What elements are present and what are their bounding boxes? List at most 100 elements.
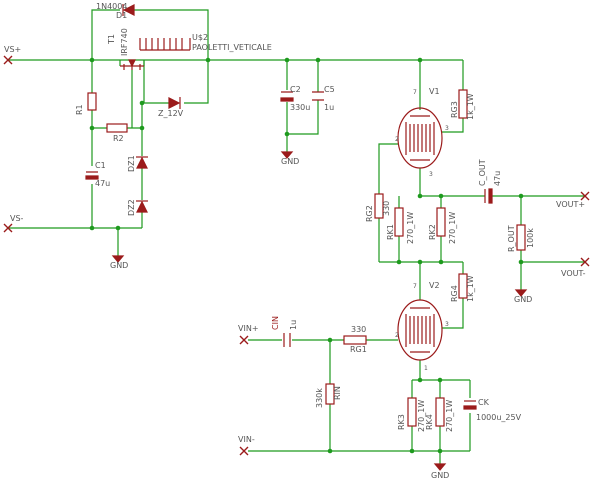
r1-label: R1: [75, 104, 84, 115]
ground-label-3: GND: [514, 295, 532, 304]
v2-pin2: 2: [395, 332, 399, 339]
c1-name-label: C1: [95, 161, 106, 170]
ground-symbol-3: GND: [514, 289, 532, 304]
resistor-rk3: RK3 270_1W: [397, 397, 426, 432]
diode-d1: 1N4004 D1: [96, 2, 135, 20]
resistor-rk2: RK2 270_1W: [428, 207, 457, 244]
port-vs-minus-label: VS-: [10, 214, 24, 223]
port-vout-minus-label: VOUT-: [561, 269, 586, 278]
port-vs-plus-label: VS+: [4, 45, 21, 54]
ground-label-4: GND: [431, 471, 449, 480]
rg2-name-label: RG2: [365, 205, 374, 222]
t1-type-label: IRF740: [120, 28, 129, 56]
rout-value-label: 100k: [526, 228, 535, 248]
dz2-label: DZ2: [127, 199, 136, 216]
t1-name-label: T1: [107, 34, 116, 45]
port-vin-minus-label: VIN-: [238, 435, 255, 444]
rk4-name-label: RK4: [425, 414, 434, 430]
capacitor-cout: C_OUT 47u: [478, 159, 502, 204]
resistor-rk1: RK1 270_1W: [386, 207, 415, 244]
rg4-value-label: 1k_1W: [466, 275, 475, 302]
u2-value-label: PAOLETTI_VETICALE: [192, 43, 272, 52]
resistor-rout: R_OUT 100k: [507, 224, 535, 252]
port-vout-plus: VOUT+: [556, 191, 590, 209]
v1-pin3: 3: [429, 171, 433, 178]
junctions: [89, 57, 524, 454]
ck-value-label: 1000u_25V: [476, 413, 522, 422]
resistor-r2: R2: [106, 123, 128, 143]
ground-label-1: GND: [110, 261, 128, 270]
d1-type-label: 1N4004: [96, 2, 127, 11]
rout-name-label: R_OUT: [507, 225, 516, 252]
resistor-rin: 330k RIN: [315, 383, 342, 408]
capacitor-c5: C5 1u: [312, 85, 335, 112]
ground-symbol-2: GND: [280, 151, 299, 166]
rg1-value-label: 330: [351, 325, 366, 334]
port-vs-plus: VS+: [3, 45, 21, 65]
dz1-label: DZ1: [127, 155, 136, 172]
heatsink-u2: U$2 PAOLETTI_VETICALE: [139, 33, 272, 52]
rg4-name-label: RG4: [450, 285, 459, 302]
rin-name-label: RIN: [333, 386, 342, 400]
c5-value-label: 1u: [324, 103, 334, 112]
rk2-value-label: 270_1W: [448, 212, 457, 244]
capacitor-ck: CK 1000u_25V: [463, 398, 522, 422]
v1-pin2: 2: [395, 136, 399, 143]
tube-v1: V1 7 2 3 3: [395, 87, 449, 178]
v2-pin7: 7: [413, 283, 417, 290]
rk1-name-label: RK1: [386, 224, 395, 240]
zener-z12v: Z_12V: [158, 97, 184, 118]
resistor-rg1: 330 RG1: [343, 325, 367, 354]
rg3-name-label: RG3: [450, 101, 459, 118]
port-vin-minus: VIN-: [238, 435, 255, 456]
ground-symbol-4: GND: [431, 463, 449, 480]
zener-dz2: DZ2: [127, 199, 148, 216]
resistor-rg2: RG2 330: [365, 193, 391, 222]
cin-name-label: CIN: [271, 316, 280, 330]
c2-name-label: C2: [290, 85, 301, 94]
rk4-value-label: 270_1W: [445, 400, 454, 432]
rg3-value-label: 1k_1W: [466, 93, 475, 120]
mosfet-t1: T1 IRF740: [107, 28, 144, 70]
ck-name-label: CK: [478, 398, 490, 407]
resistor-rk4: RK4 270_1W: [425, 397, 454, 432]
port-vout-minus: VOUT-: [561, 257, 590, 278]
v2-pin1: 1: [424, 365, 428, 372]
v1-label: V1: [429, 87, 440, 96]
cout-value-label: 47u: [493, 171, 502, 186]
u2-name-label: U$2: [192, 33, 208, 42]
capacitor-c1: C1 47u: [85, 161, 110, 188]
ground-symbol-1: GND: [110, 255, 128, 270]
resistor-rg3: RG3 1k_1W: [450, 89, 475, 120]
wires: [8, 9, 585, 464]
port-vin-plus-label: VIN+: [238, 324, 259, 333]
v1-pin7: 7: [413, 89, 417, 96]
port-vs-minus: VS-: [3, 214, 24, 233]
port-vout-plus-label: VOUT+: [556, 200, 585, 209]
capacitor-c2: C2 330u: [280, 85, 310, 112]
rg2-value-label: 330: [382, 201, 391, 216]
cin-value-label: 1u: [289, 320, 298, 330]
v1-pin3-plate: 3: [445, 125, 449, 132]
rk3-value-label: 270_1W: [417, 400, 426, 432]
v2-label: V2: [429, 281, 440, 290]
rk2-name-label: RK2: [428, 224, 437, 240]
port-vin-plus: VIN+: [238, 324, 259, 345]
tube-v2: V2 7 2 3 1: [395, 281, 449, 372]
c1-value-label: 47u: [95, 179, 110, 188]
rk1-value-label: 270_1W: [406, 212, 415, 244]
resistor-rg4: RG4 1k_1W: [450, 273, 475, 302]
capacitor-cin: CIN 1u: [271, 316, 298, 347]
resistor-r1: R1: [75, 92, 97, 115]
c2-value-label: 330u: [290, 103, 310, 112]
zener-dz1: DZ1: [127, 155, 148, 172]
rin-value-label: 330k: [315, 388, 324, 408]
cout-name-label: C_OUT: [478, 159, 487, 186]
z12v-label: Z_12V: [158, 109, 184, 118]
r2-label: R2: [113, 134, 124, 143]
v2-pin3-plate: 3: [445, 321, 449, 328]
ground-label-2: GND: [281, 157, 299, 166]
rg1-name-label: RG1: [350, 345, 367, 354]
d1-name-label: D1: [116, 11, 127, 20]
